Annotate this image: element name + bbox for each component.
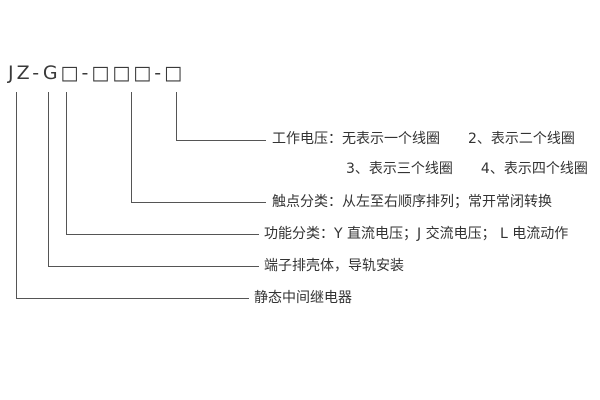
- connector-line-relay-type: [16, 92, 249, 299]
- connector-line-working-voltage: [176, 92, 266, 141]
- connector-line-contact-class: [131, 92, 266, 203]
- connector-line-function-class: [66, 92, 259, 235]
- model-code: JZ-G□-□□□-□: [8, 62, 186, 84]
- callout-working-voltage-line2: 3、表示三个线圈 4、表示四个线圈: [346, 161, 588, 177]
- callout-relay-type: 静态中间继电器: [254, 290, 352, 306]
- callout-housing: 端子排壳体，导轨安装: [264, 258, 404, 274]
- callout-working-voltage: 工作电压：无表示一个线圈 2、表示二个线圈 3、表示三个线圈 4、表示四个线圈: [272, 124, 588, 184]
- callout-contact-class: 触点分类：从左至右顺序排列；常开常闭转换: [272, 194, 552, 210]
- callout-function-class: 功能分类：Y 直流电压；J 交流电压； L 电流动作: [264, 226, 569, 242]
- connector-line-housing: [48, 92, 259, 267]
- callout-working-voltage-line1: 工作电压：无表示一个线圈 2、表示二个线圈: [272, 131, 575, 147]
